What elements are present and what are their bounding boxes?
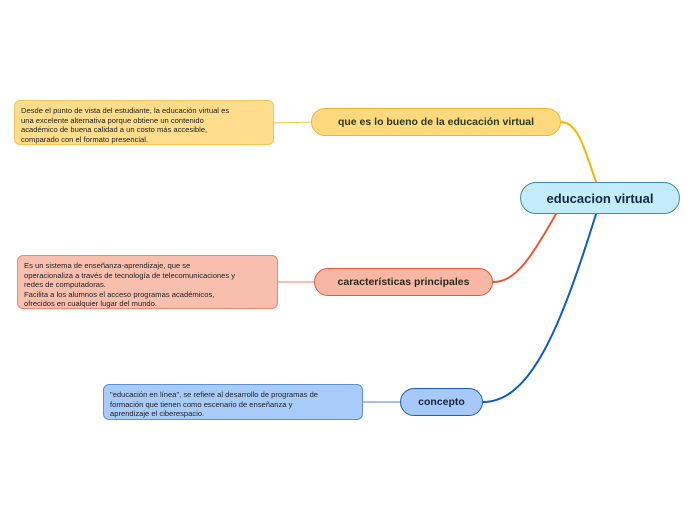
topic-label: concepto: [418, 396, 465, 408]
connector-central-to-topic3: [482, 213, 597, 403]
topic-caracteristicas-principales[interactable]: características principales: [314, 268, 493, 296]
topic-label: características principales: [337, 276, 470, 288]
central-topic-label: educacion virtual: [546, 190, 654, 206]
topic-que-es-lo-bueno[interactable]: que es lo bueno de la educación virtual: [311, 108, 561, 136]
note-concepto[interactable]: "educación en línea", se refiere al desa…: [103, 384, 363, 420]
note-caracteristicas-principales[interactable]: Es un sistema de enseñanza-aprendizaje, …: [17, 255, 278, 309]
connector-central-to-topic2: [492, 213, 557, 283]
topic-concepto[interactable]: concepto: [400, 388, 483, 416]
connector-topic1-to-note1: [273, 121, 312, 124]
connector-central-to-topic1: [560, 121, 597, 183]
note-que-es-lo-bueno[interactable]: Desde el punto de vista del estudiante, …: [14, 100, 274, 145]
central-topic[interactable]: educacion virtual: [520, 182, 680, 214]
topic-label: que es lo bueno de la educación virtual: [337, 116, 535, 128]
